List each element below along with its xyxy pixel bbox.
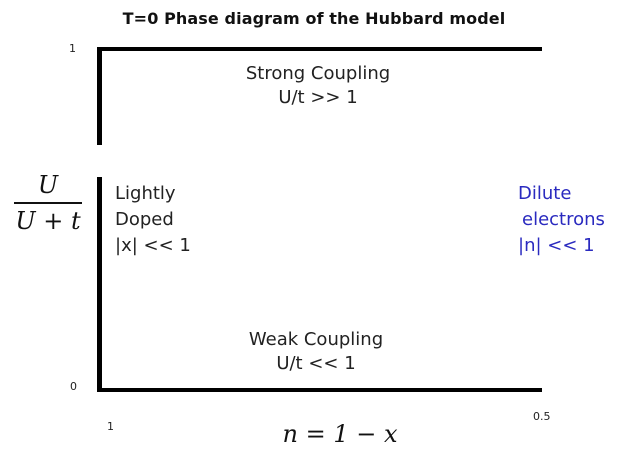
dilute-condition: |n| << 1 (518, 235, 595, 256)
dilute-label-2: electrons (522, 209, 605, 230)
weak-coupling-region: Weak Coupling U/t << 1 (216, 328, 416, 376)
y-axis-label-numerator: U (37, 171, 59, 199)
x-axis-label: n = 1 − x (282, 420, 398, 448)
strong-coupling-region: Strong Coupling U/t >> 1 (218, 62, 418, 110)
y-axis-label: U U + t (10, 170, 86, 236)
bottom-axis-line (97, 388, 542, 392)
lightly-doped-label-1: Lightly (115, 183, 176, 204)
y-tick-bottom: 0 (70, 380, 77, 393)
dilute-label-1: Dilute (518, 183, 572, 204)
strong-coupling-condition: U/t >> 1 (278, 87, 358, 108)
fraction-bar (14, 202, 82, 204)
lightly-doped-condition: |x| << 1 (115, 235, 191, 256)
weak-coupling-label: Weak Coupling (248, 329, 384, 350)
weak-coupling-condition: U/t << 1 (276, 353, 356, 374)
left-axis-upper-segment (97, 47, 102, 145)
top-boundary-line (97, 47, 542, 51)
y-axis-label-denominator: U + t (15, 206, 81, 235)
x-tick-right: 0.5 (533, 410, 551, 423)
y-tick-top: 1 (69, 42, 76, 55)
strong-coupling-label: Strong Coupling (245, 63, 391, 84)
diagram-title: T=0 Phase diagram of the Hubbard model (122, 9, 506, 28)
lightly-doped-region: Lightly Doped |x| << 1 (115, 181, 191, 259)
dilute-electrons-region: Dilute electrons |n| << 1 (516, 181, 605, 259)
left-axis-lower-segment (97, 177, 102, 392)
lightly-doped-label-2: Doped (115, 209, 174, 230)
x-tick-left: 1 (107, 420, 114, 433)
